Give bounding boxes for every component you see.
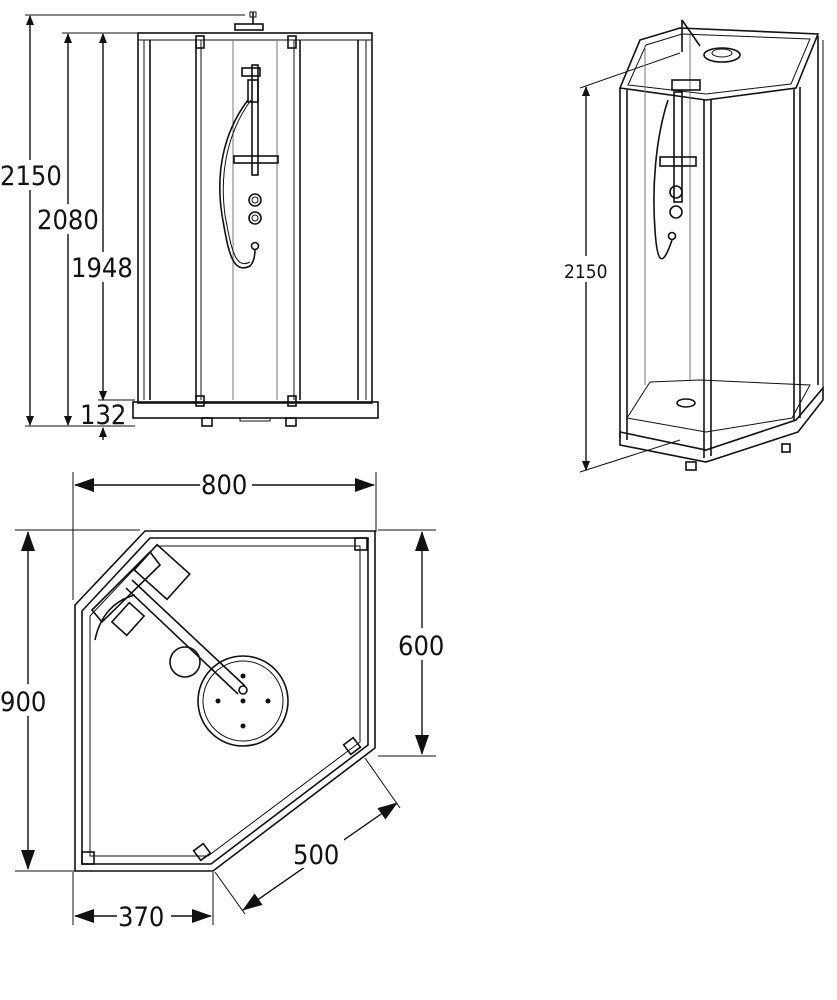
label-width: 800 xyxy=(201,470,247,501)
shower-hose xyxy=(219,99,256,269)
label-side-depth: 600 xyxy=(398,631,444,662)
diverter-knob-icon xyxy=(669,205,683,219)
label-perspective-height: 2150 xyxy=(564,261,608,283)
drain-icon xyxy=(676,398,696,408)
front-cabin-frame xyxy=(137,32,373,407)
plan-outline xyxy=(74,530,376,872)
label-tray-height: 132 xyxy=(80,400,126,431)
hand-shower-icon xyxy=(169,646,201,678)
plan-shower-fittings xyxy=(90,543,289,747)
front-view: 2150 2080 1948 132 xyxy=(0,11,379,440)
label-door-height: 1948 xyxy=(71,253,133,284)
label-door-width: 500 xyxy=(293,840,339,871)
plan-dimension-lines: 800 900 600 500 370 xyxy=(0,468,446,933)
label-front-side: 370 xyxy=(118,902,164,933)
diverter-knob-icon xyxy=(248,211,262,225)
mixer-knob-icon xyxy=(248,193,262,207)
shelf-icon xyxy=(133,543,191,601)
shelf-icon xyxy=(233,155,279,164)
rain-shower-head-icon xyxy=(234,23,264,31)
rain-shower-head-icon xyxy=(197,655,289,747)
rain-shower-head-icon xyxy=(703,47,741,63)
label-depth: 900 xyxy=(0,687,46,718)
label-cabin-height: 2080 xyxy=(37,205,99,236)
perspective-cabin xyxy=(618,19,824,471)
label-total-height: 2150 xyxy=(0,161,62,192)
hand-shower-icon xyxy=(247,79,259,103)
plan-view: 800 900 600 500 370 xyxy=(0,468,446,933)
perspective-view: 2150 xyxy=(562,19,824,473)
mixer-knob-icon xyxy=(669,185,683,199)
front-shower-column xyxy=(219,11,279,269)
front-shower-tray xyxy=(132,401,379,427)
shelf-icon xyxy=(659,156,697,167)
